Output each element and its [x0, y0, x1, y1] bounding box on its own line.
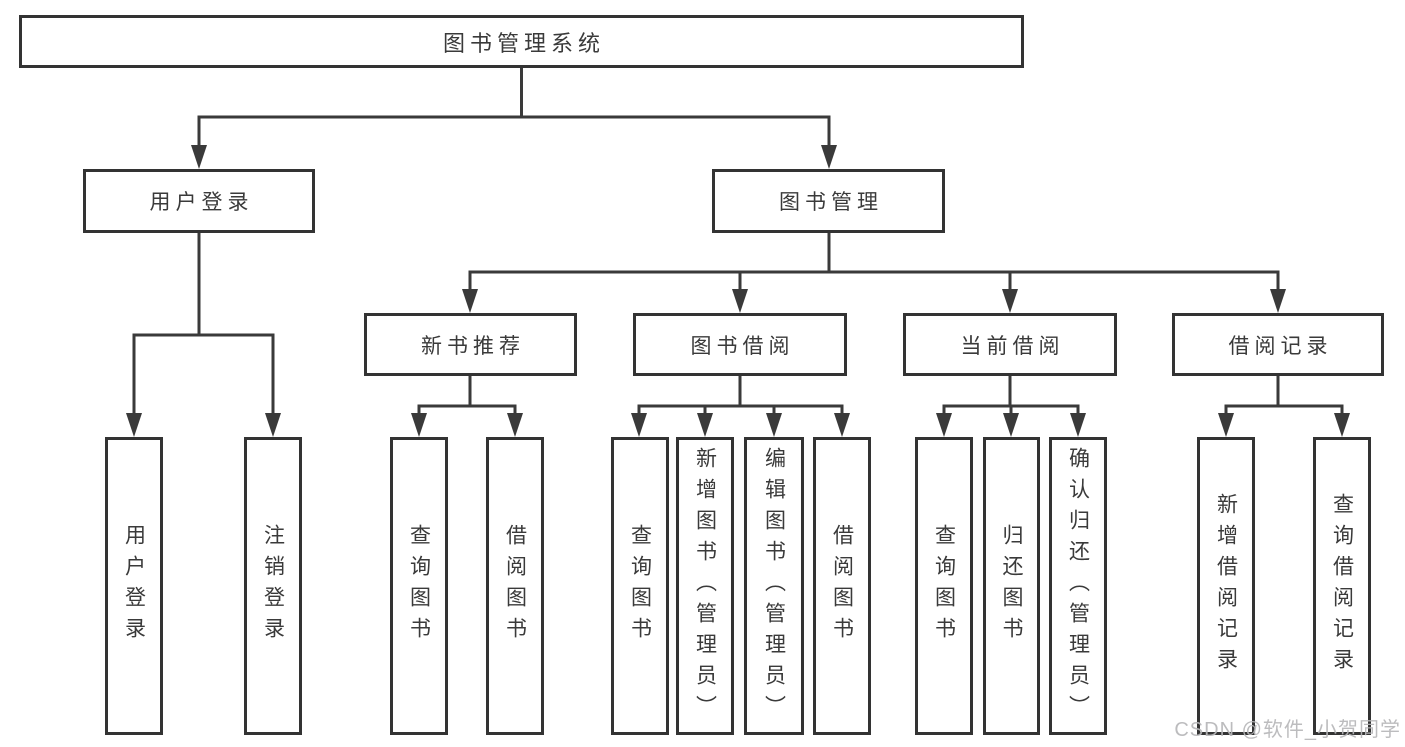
leaf-newrec-borrow-books: 借阅图书 [486, 437, 544, 735]
arrowhead [411, 413, 427, 437]
leaf-newrec-borrow-books-label: 借阅图书 [503, 524, 527, 648]
arrowhead [1002, 289, 1018, 313]
leaf-logout-label: 注销登录 [261, 524, 285, 648]
csdn-watermark: CSDN @软件_小贺同学 [1174, 719, 1401, 741]
node-new-book-recommend: 新书推荐 [364, 313, 577, 376]
node-book-management: 图书管理 [712, 169, 945, 233]
arrowhead [1334, 413, 1350, 437]
node-book-management-label: 图书管理 [779, 191, 883, 214]
arrowhead [462, 289, 478, 313]
arrowhead [834, 413, 850, 437]
leaf-records-add-record-label: 新增借阅记录 [1214, 493, 1238, 679]
node-root-label: 图书管理系统 [442, 30, 605, 56]
leaf-current-confirm-return-admin: 确认归还（管理员） [1049, 437, 1107, 735]
leaf-current-query-books-label: 查询图书 [932, 524, 956, 648]
node-root: 图书管理系统 [19, 15, 1024, 68]
leaf-records-query-record-label: 查询借阅记录 [1330, 493, 1354, 679]
arrowhead [265, 413, 281, 437]
arrowhead [631, 413, 647, 437]
node-user-login-label: 用户登录 [149, 191, 254, 214]
leaf-newrec-query-books-label: 查询图书 [407, 524, 431, 648]
leaf-borrow-edit-books-admin: 编辑图书（管理员） [744, 437, 804, 735]
leaf-current-query-books: 查询图书 [915, 437, 973, 735]
node-borrowing-records: 借阅记录 [1172, 313, 1384, 376]
leaf-user-login: 用户登录 [105, 437, 163, 735]
node-book-borrowing-label: 图书借阅 [690, 334, 795, 358]
arrowhead [697, 413, 713, 437]
leaf-borrow-add-books-admin: 新增图书（管理员） [676, 437, 734, 735]
node-borrowing-records-label: 借阅记录 [1228, 334, 1333, 358]
arrowhead [1218, 413, 1234, 437]
leaf-current-confirm-return-admin-label: 确认归还（管理员） [1066, 446, 1090, 726]
node-user-login: 用户登录 [83, 169, 315, 233]
leaf-current-return-books-label: 归还图书 [1000, 524, 1023, 648]
leaf-user-login-label: 用户登录 [122, 524, 146, 648]
node-current-borrowing: 当前借阅 [903, 313, 1117, 376]
leaf-records-add-record: 新增借阅记录 [1197, 437, 1255, 735]
leaf-borrow-add-books-admin-label: 新增图书（管理员） [693, 446, 717, 726]
arrowhead [1003, 413, 1019, 437]
leaf-current-return-books: 归还图书 [983, 437, 1040, 735]
leaf-records-query-record: 查询借阅记录 [1313, 437, 1371, 735]
arrowhead [507, 413, 523, 437]
leaf-borrow-borrow-books-label: 借阅图书 [830, 524, 854, 648]
arrowhead [821, 145, 837, 169]
arrowhead [1070, 413, 1086, 437]
leaf-borrow-query-books: 查询图书 [611, 437, 669, 735]
node-new-book-recommend-label: 新书推荐 [421, 334, 525, 358]
arrowhead [766, 413, 782, 437]
node-book-borrowing: 图书借阅 [633, 313, 847, 376]
leaf-borrow-query-books-label: 查询图书 [628, 524, 652, 648]
arrowhead [1270, 289, 1286, 313]
arrowhead [126, 413, 142, 437]
arrowhead [936, 413, 952, 437]
leaf-logout: 注销登录 [244, 437, 302, 735]
node-current-borrowing-label: 当前借阅 [960, 334, 1065, 358]
arrowhead [732, 289, 748, 313]
arrowhead [191, 145, 207, 169]
leaf-borrow-borrow-books: 借阅图书 [813, 437, 871, 735]
leaf-newrec-query-books: 查询图书 [390, 437, 448, 735]
leaf-borrow-edit-books-admin-label: 编辑图书（管理员） [762, 446, 786, 726]
